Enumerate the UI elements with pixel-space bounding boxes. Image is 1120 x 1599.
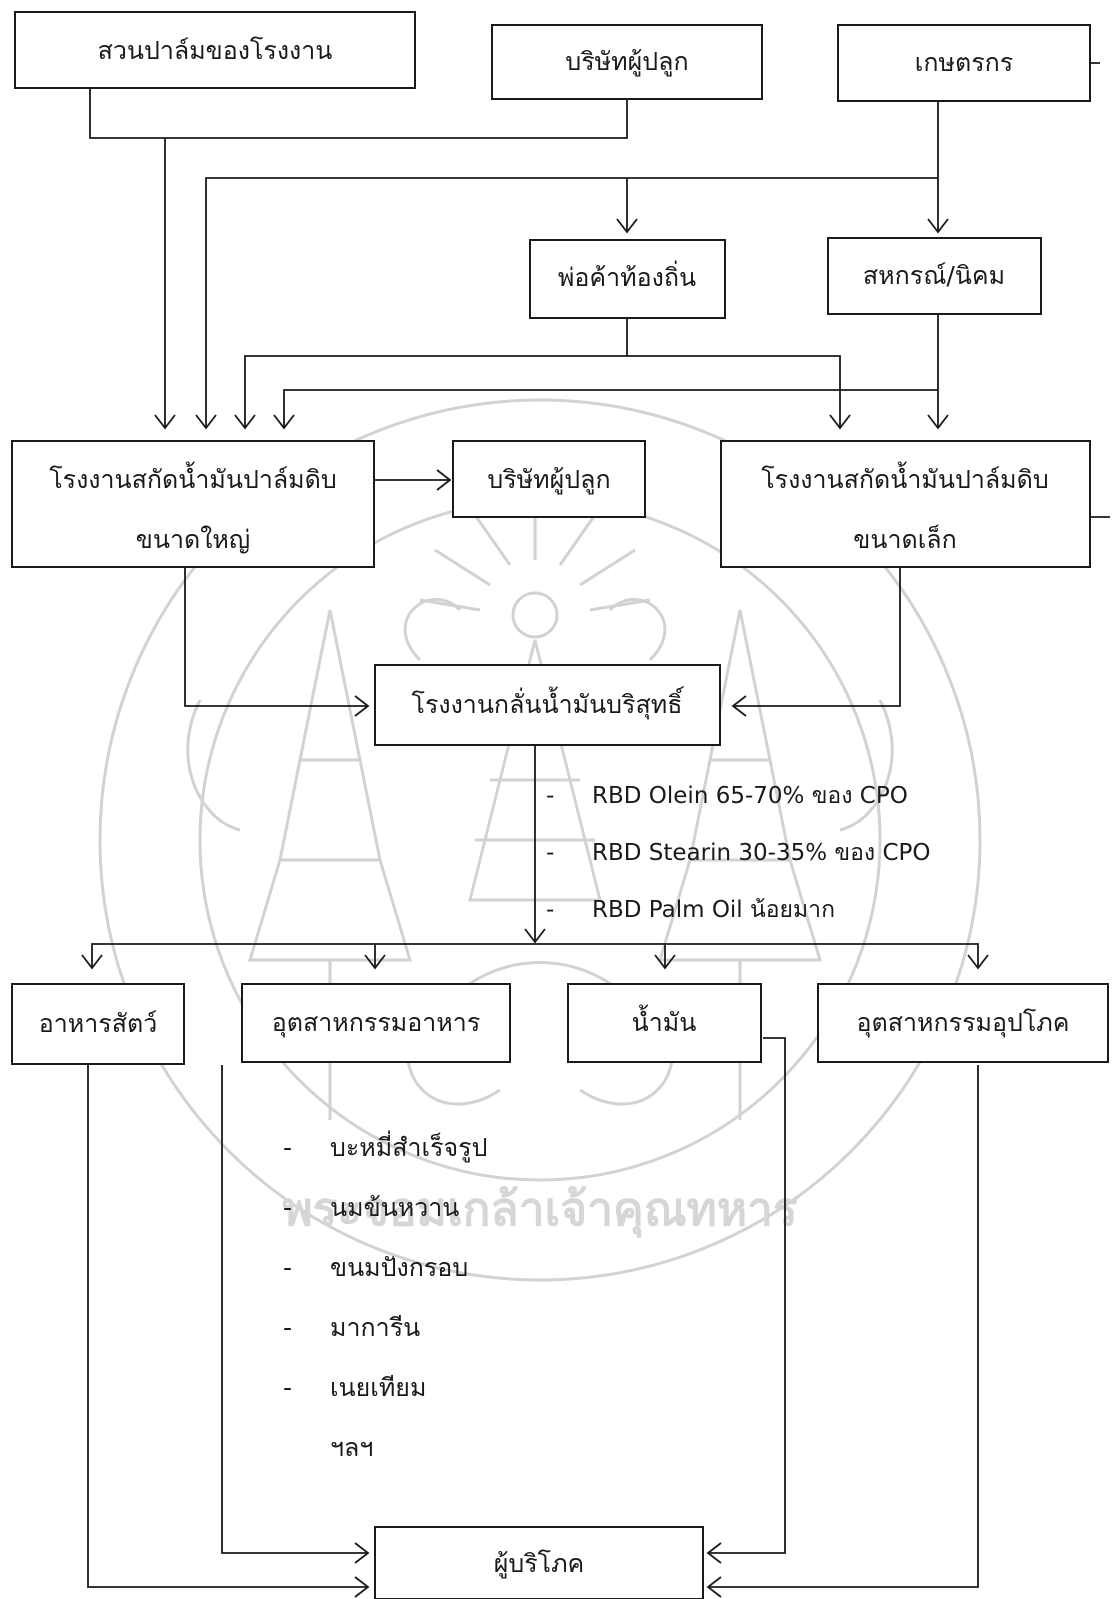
bullet: - <box>283 1133 292 1162</box>
svg-text:โรงงานสกัดน้ำมันปาล์มดิบ: โรงงานสกัดน้ำมันปาล์มดิบ <box>49 461 337 494</box>
box-local-merchants: พ่อค้าท้องถิ่น <box>529 239 726 319</box>
refinery-output-palm-oil: RBD Palm Oil น้อยมาก <box>592 897 835 923</box>
bullet: - <box>283 1313 292 1342</box>
svg-text:สวนปาล์มของโรงงาน: สวนปาล์มของโรงงาน <box>98 36 333 65</box>
box-planting-company-top: บริษัทผู้ปลูก <box>491 24 763 100</box>
svg-text:ขนาดใหญ่: ขนาดใหญ่ <box>136 525 250 554</box>
food-product-crackers: ขนมปังกรอบ <box>330 1253 468 1282</box>
svg-text:อาหารสัตว์: อาหารสัตว์ <box>39 1009 158 1038</box>
svg-text:อุตสาหกรรมอุปโภค: อุตสาหกรรมอุปโภค <box>856 1008 1069 1038</box>
bullet: - <box>283 1373 292 1402</box>
svg-text:ผู้บริโภค: ผู้บริโภค <box>494 1549 585 1579</box>
box-cooperative: สหกรณ์/นิคม <box>827 237 1042 315</box>
svg-text:สหกรณ์/นิคม: สหกรณ์/นิคม <box>863 261 1005 290</box>
connectors <box>87 62 1110 1588</box>
box-refinery: โรงงานกลั่นน้ำมันบริสุทธิ์ <box>374 664 721 746</box>
food-product-noodles: บะหมี่สำเร็จรูป <box>330 1130 487 1163</box>
svg-text:พ่อค้าท้องถิ่น: พ่อค้าท้องถิ่น <box>558 260 696 292</box>
svg-text:ขนาดเล็ก: ขนาดเล็ก <box>853 524 956 554</box>
box-consumers: ผู้บริโภค <box>374 1526 704 1599</box>
watermark-text: พระจอมเกล้าเจ้าคุณทหาร <box>282 1182 798 1238</box>
svg-text:โรงงานกลั่นน้ำมันบริสุทธิ์: โรงงานกลั่นน้ำมันบริสุทธิ์ <box>412 686 685 720</box>
food-product-condensed-milk: นมข้นหวาน <box>330 1193 459 1222</box>
svg-text:บริษัทผู้ปลูก: บริษัทผู้ปลูก <box>565 47 688 77</box>
svg-text:น้ำมัน: น้ำมัน <box>632 1004 697 1037</box>
box-oil: น้ำมัน <box>567 983 762 1063</box>
refinery-output-olein: RBD Olein 65-70% ของ CPO <box>592 783 908 809</box>
box-palm-garden: สวนปาล์มของโรงงาน <box>14 11 416 89</box>
box-small-mill: โรงงานสกัดน้ำมันปาล์มดิบ ขนาดเล็ก <box>720 440 1091 568</box>
box-planting-company-mid: บริษัทผู้ปลูก <box>452 440 646 518</box>
refinery-output-stearin: RBD Stearin 30-35% ของ CPO <box>592 840 931 866</box>
bullet: - <box>283 1253 292 1282</box>
svg-text:อุตสาหกรรมอาหาร: อุตสาหกรรมอาหาร <box>272 1008 481 1038</box>
food-product-margarine: มาการีน <box>330 1313 420 1342</box>
food-product-shortening: เนยเทียม <box>330 1373 426 1402</box>
box-consumer-industry: อุตสาหกรรมอุปโภค <box>817 983 1109 1063</box>
box-farmers: เกษตรกร <box>837 24 1091 102</box>
svg-text:โรงงานสกัดน้ำมันปาล์มดิบ: โรงงานสกัดน้ำมันปาล์มดิบ <box>761 461 1049 494</box>
food-product-list: - บะหมี่สำเร็จรูป - นมข้นหวาน - ขนมปังกร… <box>283 1130 487 1462</box>
bullet: - <box>546 897 554 923</box>
bullet: - <box>546 783 554 809</box>
box-large-mill: โรงงานสกัดน้ำมันปาล์มดิบ ขนาดใหญ่ <box>11 440 375 568</box>
svg-text:บริษัทผู้ปลูก: บริษัทผู้ปลูก <box>487 465 610 495</box>
bullet: - <box>546 840 554 866</box>
box-animal-feed: อาหารสัตว์ <box>11 983 185 1065</box>
food-product-etc: ฯลฯ <box>330 1433 373 1462</box>
box-food-industry: อุตสาหกรรมอาหาร <box>241 983 511 1063</box>
refinery-output-list: - RBD Olein 65-70% ของ CPO - RBD Stearin… <box>546 783 931 923</box>
arrowheads <box>81 218 989 1598</box>
svg-text:เกษตรกร: เกษตรกร <box>915 48 1013 77</box>
bullet: - <box>283 1193 292 1222</box>
